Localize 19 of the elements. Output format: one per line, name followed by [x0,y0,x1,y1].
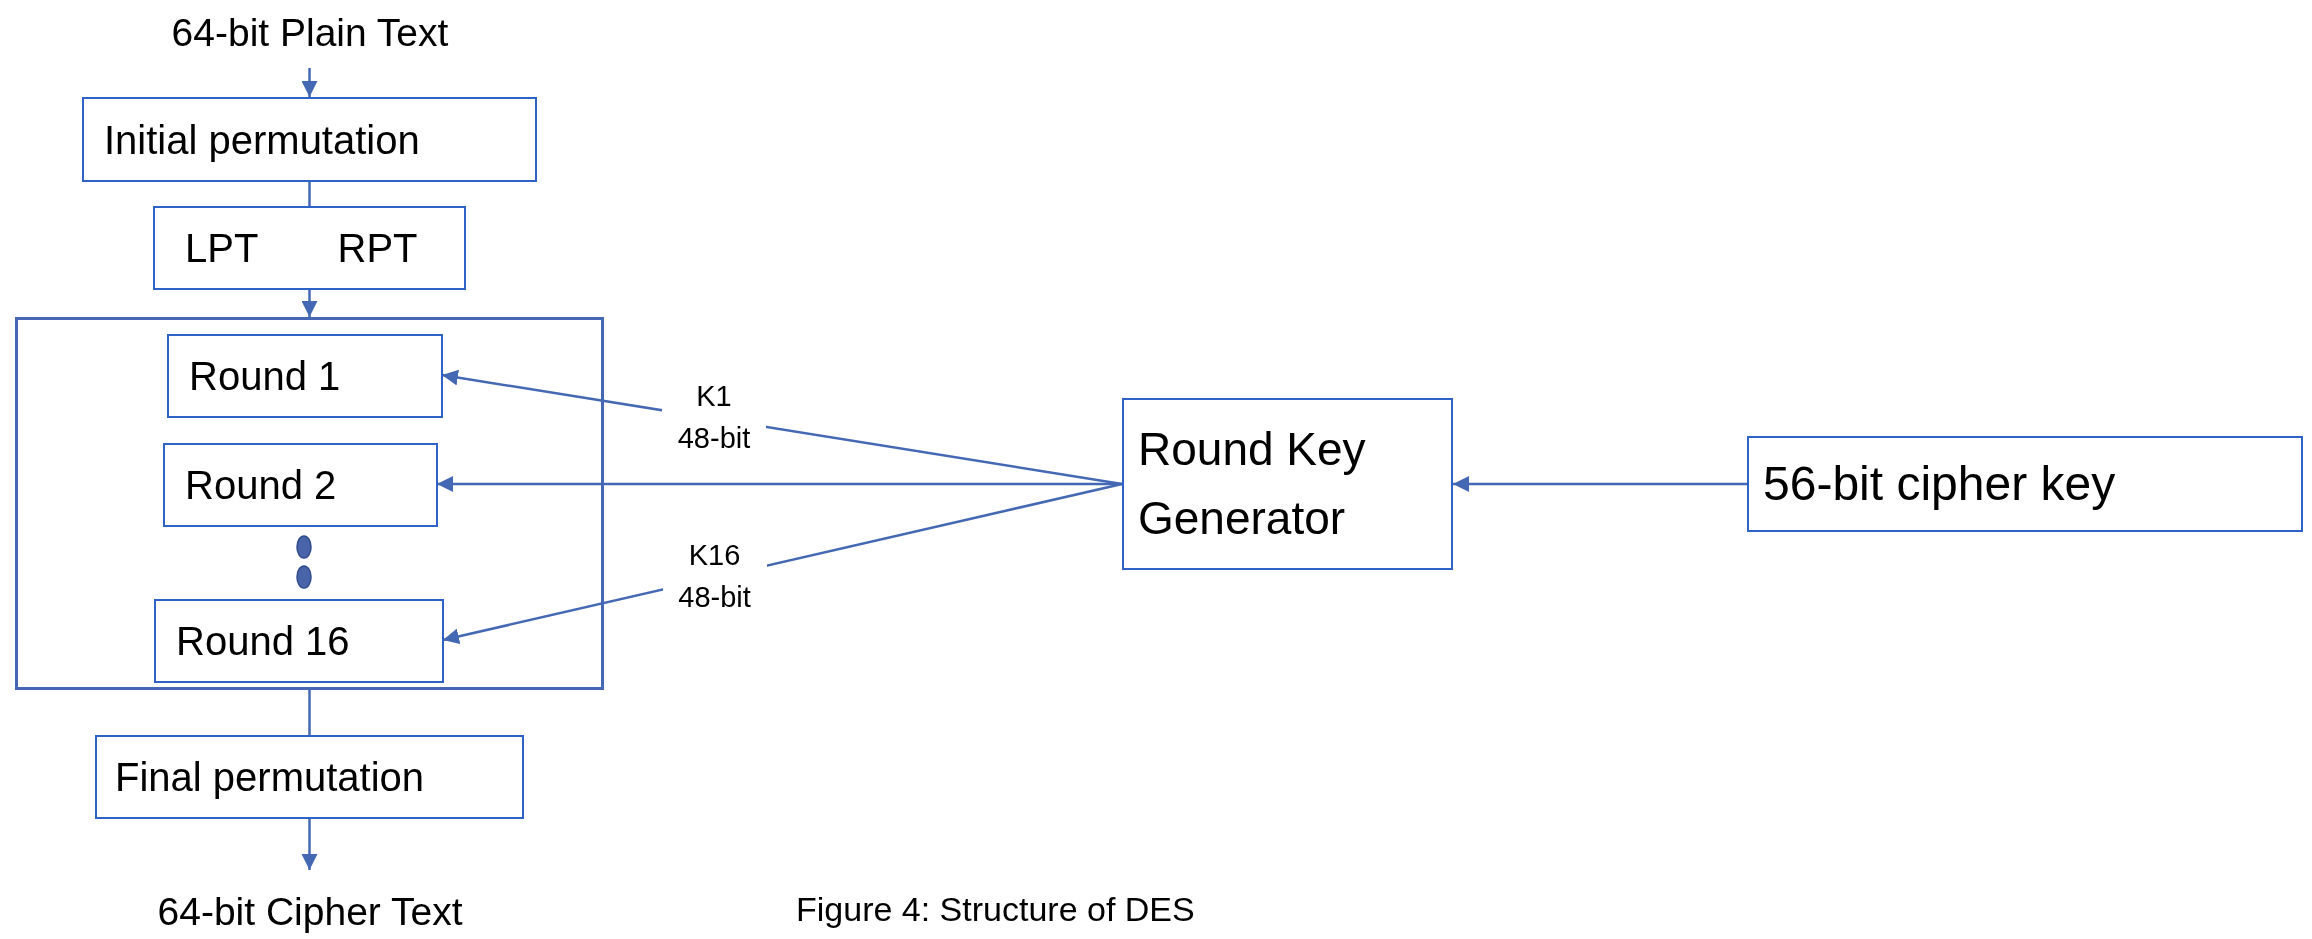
io-label: 64-bit Plain Text [171,10,449,55]
container-box [15,317,604,690]
process-box: Round Key Generator [1122,398,1453,570]
process-box: Round 2 [163,443,438,527]
arrow [301,819,318,870]
arrow [301,68,318,97]
connector-line [308,690,311,735]
process-box: LPT RPT [153,206,466,290]
process-box: Initial permutation [82,97,537,182]
process-box: Final permutation [95,735,524,819]
process-box: 56-bit cipher key [1747,436,2303,532]
arrow [437,476,1122,492]
arrow [301,290,318,317]
process-box: Round 16 [154,599,444,683]
process-box: Round 1 [167,334,443,418]
connector-line [308,182,311,206]
arrow [1453,476,1747,492]
caption: Figure 4: Structure of DES [796,890,1195,929]
io-label: 64-bit Cipher Text [157,889,463,934]
